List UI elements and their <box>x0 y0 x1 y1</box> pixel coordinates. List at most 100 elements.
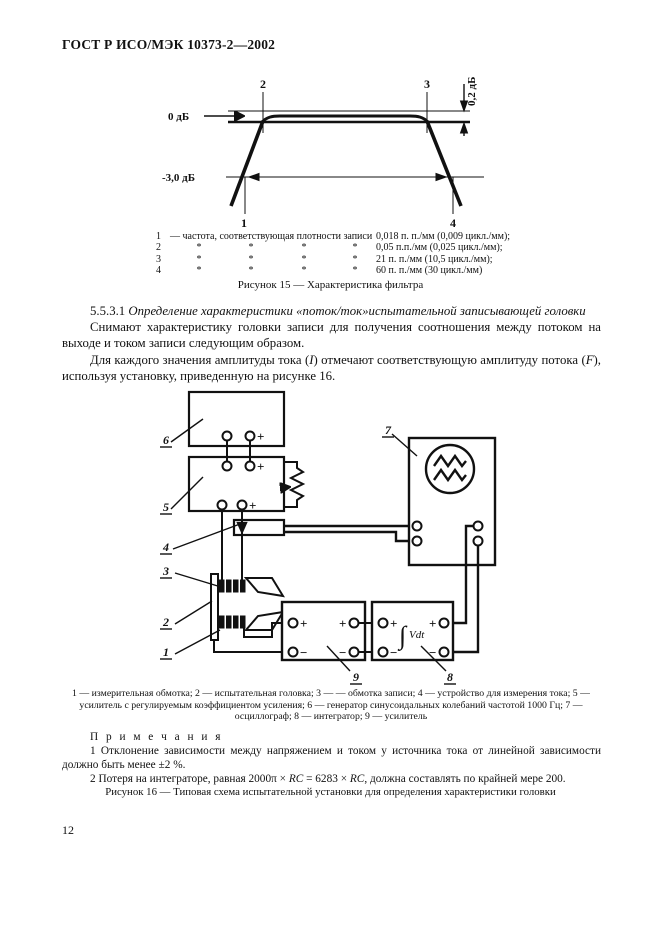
figure15-legend: 1 — частота, соответствующая плотности з… <box>156 231 514 277</box>
minus-sign: − <box>429 645 436 660</box>
plus-sign: + <box>257 459 264 474</box>
legend-row: 3 * * * * 21 п. п./мм (10,5 цикл./мм); <box>156 254 514 265</box>
plus-sign: + <box>390 616 397 631</box>
minus-sign: − <box>300 645 307 660</box>
note-1: 1 Отклонение зависимости между напряжени… <box>62 745 601 771</box>
section-heading: 5.5.3.1 Определение характеристики «пото… <box>62 303 601 319</box>
label-pointer-lines <box>160 418 456 685</box>
figure16-legend: 1 — измерительная обмотка; 2 — испытател… <box>72 688 590 723</box>
page-title: ГОСТ Р ИСО/МЭК 10373-2—2002 <box>62 37 276 52</box>
ditto-mark: * <box>196 242 202 254</box>
notes-heading: П р и м е ч а н и я <box>90 731 223 743</box>
ditto-mark: * <box>352 265 358 277</box>
wires-scope-to-integrator <box>448 524 480 654</box>
zero-db-label: 0 дБ <box>168 111 189 123</box>
point2-label: 2 <box>260 77 266 91</box>
paragraph-text: Для каждого значения амплитуды тока ( <box>90 352 310 367</box>
plus-sign: + <box>429 616 436 631</box>
component-label-1: 1 <box>163 645 169 659</box>
legend-row: 4 * * * * 60 п. п./мм (30 цикл./мм) <box>156 265 514 276</box>
minus-sign: − <box>390 645 397 660</box>
note-2: 2 Потеря на интеграторе, равная 2000π × … <box>62 772 601 786</box>
oscilloscope-box <box>407 436 497 567</box>
page-number: 12 <box>62 823 74 837</box>
filter-response-curve <box>229 114 463 207</box>
figure16-circuit-diagram: + + + <box>160 390 497 685</box>
figure16-caption: Рисунок 16 — Типовая схема испытательной… <box>105 786 556 798</box>
legend-row: 1 — частота, соответствующая плотности з… <box>156 231 514 242</box>
plus-sign: + <box>300 616 307 631</box>
paragraph-text: ) отмечают соответствующую амплитуду пот… <box>313 352 586 367</box>
ditto-mark: * <box>196 265 202 277</box>
test-head-assembly <box>210 573 289 653</box>
component-label-8: 8 <box>447 670 453 684</box>
symbol-I: I <box>309 352 314 367</box>
legend-row: 2 * * * * 0,05 п.п./мм (0,025 цикл./мм); <box>156 242 514 253</box>
vdt-label: Vdt <box>409 629 425 641</box>
component-label-6: 6 <box>163 433 169 447</box>
notes-block: П р и м е ч а н и я 1 Отклонение зависим… <box>62 730 601 786</box>
minus-sign: − <box>339 645 346 660</box>
legend-row-number: 3 <box>156 253 161 265</box>
legend-row-number: 1 <box>156 231 161 242</box>
ditto-mark: * <box>301 265 307 277</box>
paragraph: Снимают характеристику головки записи дл… <box>62 320 601 351</box>
component-label-5: 5 <box>163 500 169 514</box>
figure15-caption: Рисунок 15 — Характеристика фильтра <box>237 279 424 291</box>
plus-sign: + <box>339 616 346 631</box>
symbol-F: F <box>585 352 594 367</box>
head-pole-top <box>243 577 285 598</box>
note-text: , должна составлять по крайней мере 200. <box>364 773 566 785</box>
minus3db-arrowheads <box>247 172 448 182</box>
ditto-mark: * <box>301 242 307 254</box>
integral-sign: ∫ <box>397 621 408 651</box>
tolerance-dimension <box>459 84 469 136</box>
current-meter-box <box>221 509 412 582</box>
record-winding-coil <box>219 579 246 593</box>
integrator-box <box>370 600 455 662</box>
point3-label: 3 <box>424 77 430 91</box>
gain-resistor <box>280 461 306 508</box>
ditto-mark: * <box>301 253 307 265</box>
ditto-mark: * <box>196 253 202 265</box>
point1-label: 1 <box>241 216 247 230</box>
paragraph-text: ), используя установку, приведенную на р… <box>62 352 601 383</box>
symbol-RC: RC <box>349 773 365 785</box>
tolerance-label: 0,2 дБ <box>466 77 478 106</box>
figure15-filter-diagram: 0 дБ -3,0 дБ 0,2 дБ 2 3 1 4 <box>162 77 484 230</box>
symbol-RC: RC <box>288 773 304 785</box>
component-label-2: 2 <box>162 615 169 629</box>
reference-lines <box>226 92 484 214</box>
wire-head-to-amp-minus <box>213 640 289 653</box>
point4-label: 4 <box>450 216 456 230</box>
amplifier-box <box>280 600 367 662</box>
ditto-mark: * <box>352 242 358 254</box>
note-text: = 6283 × <box>303 773 350 785</box>
component-label-3: 3 <box>162 564 169 578</box>
ditto-mark: * <box>352 253 358 265</box>
plus-sign: + <box>257 429 264 444</box>
legend-row-desc: — частота, соответствующая плотности зап… <box>170 231 373 242</box>
component-label-4: 4 <box>162 540 169 554</box>
legend-row-value: 21 п. п./мм (10,5 цикл./мм); <box>376 253 493 265</box>
section-title: Определение характеристики «поток/ток»ис… <box>128 304 586 318</box>
section-text: 5.5.3.1 Определение характеристики «пото… <box>62 303 601 384</box>
wire-head-to-amp-plus <box>243 622 289 638</box>
legend-row-value: 60 п. п./мм (30 цикл./мм) <box>376 265 483 277</box>
legend-row-number: 2 <box>156 242 161 254</box>
plus-sign: + <box>249 498 256 513</box>
wires-gen-to-amp <box>226 440 251 462</box>
ditto-mark: * <box>248 242 254 254</box>
legend-row-number: 4 <box>156 265 161 277</box>
ditto-mark: * <box>248 253 254 265</box>
legend-row-value: 0,018 п. п./мм (0,009 цикл./мм); <box>376 231 511 242</box>
head-pole-bottom <box>243 610 285 631</box>
minus3db-label: -3,0 дБ <box>162 172 195 184</box>
ditto-mark: * <box>248 265 254 277</box>
component-label-9: 9 <box>353 670 359 684</box>
note-text: 2 Потеря на интеграторе, равная 2000π × <box>90 773 289 785</box>
legend-row-value: 0,05 п.п./мм (0,025 цикл./мм); <box>376 242 503 254</box>
section-number: 5.5.3.1 <box>90 304 126 318</box>
component-label-7: 7 <box>385 423 392 437</box>
